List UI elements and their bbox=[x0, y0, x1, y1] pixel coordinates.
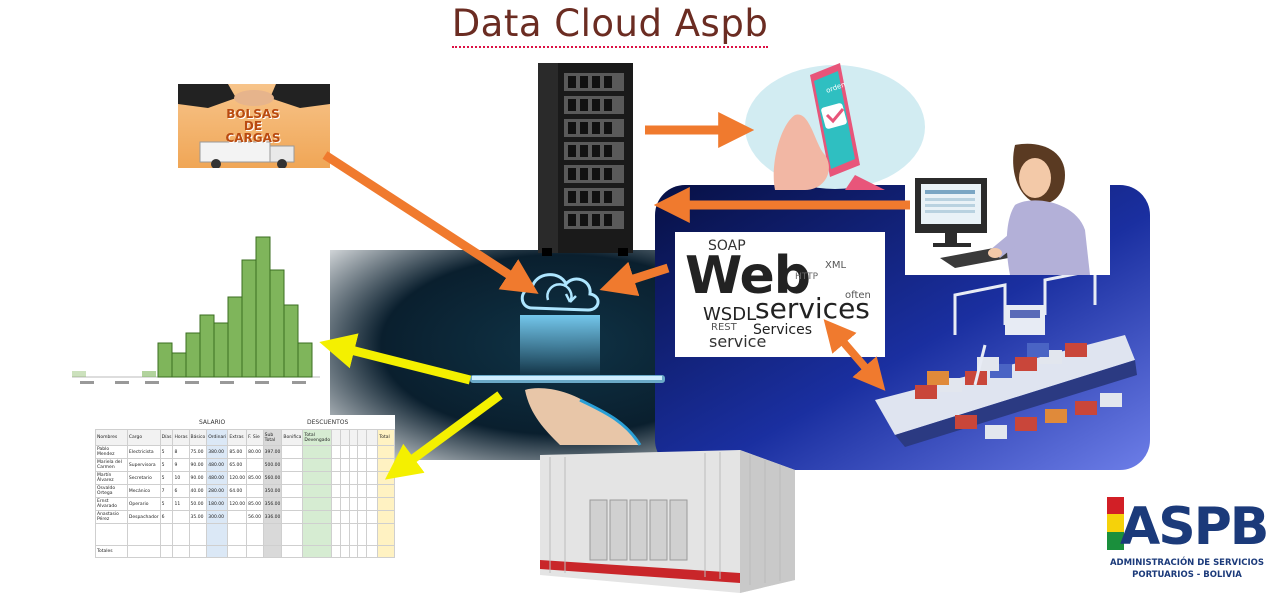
word-soap: SOAP bbox=[708, 238, 746, 254]
logo-line-2: PORTUARIOS - BOLIVIA bbox=[1132, 570, 1242, 580]
word-http: HTTP bbox=[795, 272, 819, 282]
server-rack-image bbox=[528, 58, 646, 258]
bolsas-line-1: BOLSAS bbox=[226, 107, 280, 121]
page-title: Data Cloud Aspb bbox=[0, 2, 1220, 48]
word-service: service bbox=[709, 332, 767, 351]
sync-icon bbox=[546, 283, 573, 303]
sheet-group-descuentos: DESCUENTOS bbox=[307, 419, 349, 426]
payroll-table: Nombres Cargo Días Horas Básico Ordinari… bbox=[95, 429, 395, 558]
arrow-webservices-port-bidirectional bbox=[823, 319, 886, 391]
table-cell: 356.00 bbox=[262, 497, 283, 511]
word-web: Web bbox=[685, 246, 811, 306]
bolsas-line-3: CARGAS bbox=[225, 131, 281, 145]
histogram-image bbox=[70, 225, 322, 395]
cloud-illustration bbox=[470, 273, 665, 446]
container-illustration bbox=[540, 450, 795, 593]
server-rack-illustration bbox=[538, 63, 633, 256]
aspb-logo-mark: ASPB bbox=[1107, 497, 1269, 557]
col-header: Total Devengado bbox=[302, 429, 333, 446]
phone-illustration: orden bbox=[745, 63, 925, 190]
table-cell: 500.00 bbox=[262, 458, 283, 472]
table-header-row: Nombres Cargo Días Horas Básico Ordinari… bbox=[95, 429, 395, 446]
bolsas-line-2: DE bbox=[243, 119, 263, 133]
arrow-cloud-to-spreadsheet bbox=[384, 391, 503, 480]
arrow-bolsas-to-cloud bbox=[322, 151, 539, 294]
table-row: Ernst Alvarado Operario 5 11 50.00 180.0… bbox=[95, 497, 395, 511]
word-often: often bbox=[845, 290, 871, 301]
table-cell: 120.00 bbox=[227, 471, 248, 485]
arrow-webservices-to-cloud bbox=[599, 261, 670, 297]
container-datacenter-image bbox=[535, 445, 800, 595]
word-wsdl: WSDL bbox=[703, 304, 757, 325]
table-cell: 300.00 bbox=[206, 510, 229, 524]
handshake-truck-illustration bbox=[178, 84, 330, 168]
aspb-logo: ASPB ADMINISTRACIÓN DE SERVICIOS PORTUAR… bbox=[1102, 492, 1272, 587]
operator-illustration bbox=[905, 140, 1110, 275]
table-cell: 560.00 bbox=[262, 471, 283, 485]
page-title-text: Data Cloud Aspb bbox=[451, 2, 769, 48]
bolsas-de-cargas-image: BOLSAS DE CARGAS bbox=[178, 84, 330, 168]
cloud-tablet-image bbox=[440, 250, 680, 450]
table-cell: Ernst Alvarado bbox=[95, 497, 128, 511]
word-rest: REST bbox=[711, 322, 737, 333]
table-cell: Osvaldo Ortega bbox=[95, 484, 128, 498]
sheet-group-salario: SALARIO bbox=[199, 419, 226, 426]
aspb-logo-letters: ASPB bbox=[1120, 497, 1267, 554]
table-cell: 9 bbox=[172, 458, 190, 472]
word-xml: XML bbox=[825, 260, 847, 271]
table-cell: 280.00 bbox=[206, 484, 229, 498]
histogram-illustration bbox=[72, 236, 320, 384]
operator-at-computer-image bbox=[905, 140, 1110, 275]
arrow-cloud-to-histogram bbox=[319, 333, 472, 385]
table-total-row: Totales bbox=[95, 545, 395, 558]
table-cell: 397.00 bbox=[262, 445, 283, 459]
table-cell: Totales bbox=[95, 545, 128, 558]
logo-line-1: ADMINISTRACIÓN DE SERVICIOS bbox=[1109, 558, 1265, 568]
bolsas-label: BOLSAS DE CARGAS bbox=[178, 108, 328, 144]
word-services-small: Services bbox=[753, 322, 813, 338]
table-cell: 480.00 bbox=[206, 458, 229, 472]
payroll-spreadsheet-image: SALARIO DESCUENTOS Nombres Cargo Días Ho… bbox=[95, 415, 395, 575]
phone-order-image: orden bbox=[735, 55, 925, 195]
table-row: Osvaldo Ortega Mecánico 7 6 40.00 280.00… bbox=[95, 484, 395, 498]
